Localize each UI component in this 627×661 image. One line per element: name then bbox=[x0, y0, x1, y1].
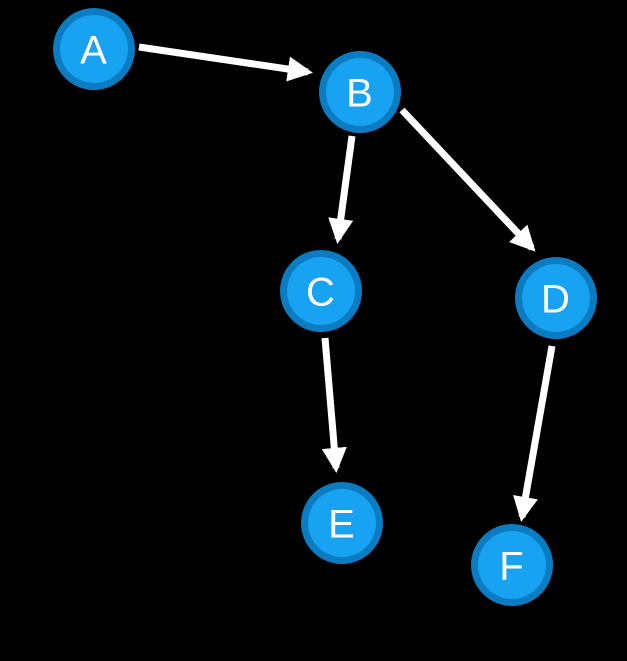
edge-A-B bbox=[138, 43, 313, 82]
node-label-F: F bbox=[499, 544, 524, 588]
edge-D-F bbox=[513, 345, 556, 522]
node-fill-B bbox=[326, 58, 394, 126]
node-label-C: C bbox=[306, 270, 336, 314]
node-fill-C bbox=[287, 257, 355, 325]
graph-node-D[interactable]: D bbox=[515, 257, 597, 339]
edge-C-E bbox=[321, 337, 347, 474]
node-label-A: A bbox=[80, 28, 108, 72]
node-label-D: D bbox=[541, 277, 571, 321]
edge-B-C bbox=[328, 135, 356, 244]
node-fill-D bbox=[522, 264, 590, 332]
node-label-E: E bbox=[328, 502, 356, 546]
graph-node-B[interactable]: B bbox=[319, 51, 401, 133]
graph-node-C[interactable]: C bbox=[280, 250, 362, 332]
graph-node-E[interactable]: E bbox=[301, 482, 383, 564]
node-fill-E bbox=[308, 489, 376, 557]
node-fill-A bbox=[60, 15, 128, 83]
graph-node-F[interactable]: F bbox=[471, 524, 553, 606]
node-label-B: B bbox=[346, 71, 374, 115]
node-fill-F bbox=[478, 531, 546, 599]
graph-node-A[interactable]: A bbox=[53, 8, 135, 90]
edge-B-D bbox=[399, 107, 536, 252]
